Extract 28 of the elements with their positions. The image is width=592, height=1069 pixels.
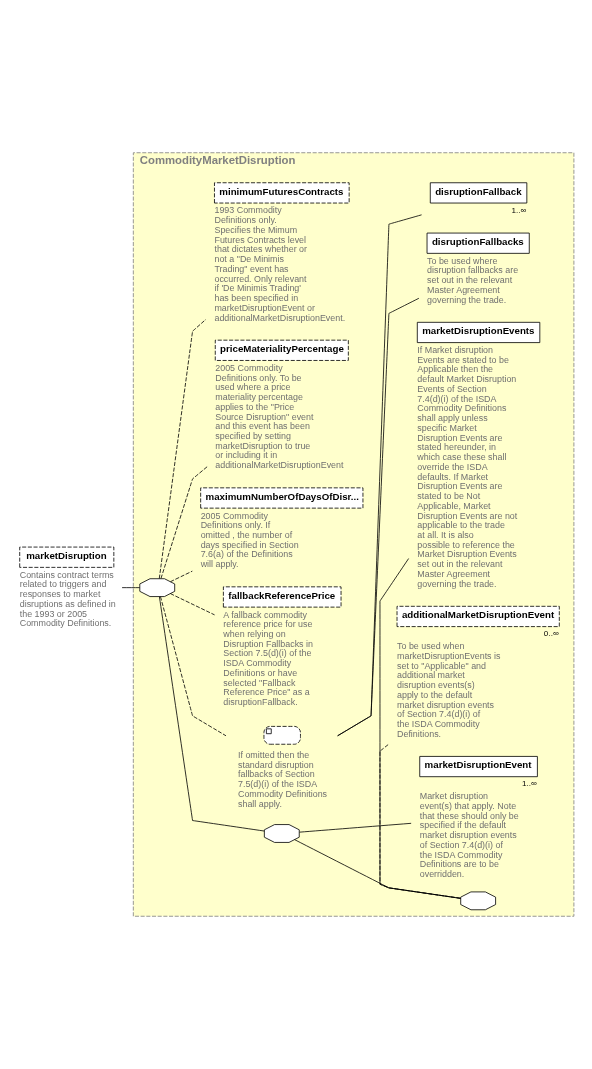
connector <box>158 318 207 579</box>
connector <box>379 558 461 899</box>
connector <box>160 596 227 737</box>
connector <box>121 587 141 589</box>
node-octagon <box>139 578 176 597</box>
connector <box>299 822 412 833</box>
node-label: 0..∞ <box>543 629 559 639</box>
connector <box>379 743 461 899</box>
connector <box>159 596 265 832</box>
node-label: 2005 Commodity Definitions only. If omitted , the number of days specified in Section 7.6(a) of the Definitions will apply. <box>200 510 299 570</box>
connector <box>170 593 215 616</box>
node-label: 1..∞ <box>521 779 537 789</box>
node-octagon <box>263 824 300 843</box>
node-label: To be used when marketDisruptionEvents is set to "Applicable" and additional market disruption events(s) apply to the default market disruption events of Section 7.4(d)(i) of the ISDA Commodity Definitions. <box>397 641 501 739</box>
node-label: 1..∞ <box>511 205 527 215</box>
node-label: If omitted then the standard disruption fallbacks of Section 7.5(d)(i) of the ISDA Commodity Definitions shall apply. <box>237 749 328 809</box>
node-octagon <box>460 891 496 911</box>
node-label: If Market disruption Events are stated to be Applicable then the default Market Disruption Events of Section 7.4(d)(i) of the ISDA Commodity Definitions shall apply unless specific Market Disruption Events are stated hereunder, in which case these shall override the ISDA defaults. If Market Disruption Events are stated to be Not Applicable, Market Disruption Events are not applicable to the trade at all. It is also possible to reference the Market Disruption Events set out in the relevant Master Agreement governing the trade. <box>417 344 518 589</box>
node-label: 1993 Commodity Definitions only. Specifies the Mimum Futures Contracts level that dictates whether or not a "De Minimis Trading" event has occurred. Only relevant if 'De Minimis Trading' has been specified in marketDisruptionEvent or additionalMarketDisruptionEvent. <box>214 205 346 323</box>
connector <box>160 466 208 579</box>
connector <box>170 570 193 583</box>
node-label: A fallback commodity reference price for use when relying on Disruption Fallbacks in Section 7.5(d)(i) of the ISDA Commodity Definitions or have selected "Fallback Reference Price" as a disruptionFallback. <box>223 609 313 708</box>
connector <box>294 839 462 899</box>
node-label: Contains contract terms related to triggers and responses to market disruptions as defined in the 1993 or 2005 Commodity Definitions. <box>19 569 116 629</box>
node-label: Market disruption event(s) that apply. Note that these should only be specified if the default market disruption events of Section 7.4(d)(i) of the ISDA Commodity Definitions are to be overridden. <box>419 791 519 880</box>
connector <box>337 214 422 737</box>
node-label: To be used where disruption fallbacks are set out in the relevant Master Agreement governing the trade. <box>427 255 519 305</box>
node-label: 2005 Commodity Definitions only. To be used where a price materiality percentage applies to the "Price Source Disruption" event and this event has been specified by setting marketDisruption to true or including it in additionalMarketDisruptionEvent <box>215 362 344 471</box>
